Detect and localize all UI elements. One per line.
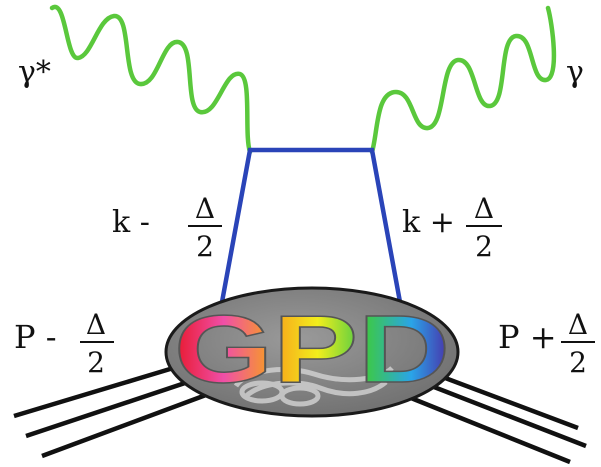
left-proton-label-prefix: P -: [14, 318, 57, 356]
right-proton-label-denominator: 2: [569, 346, 587, 379]
incoming-photon-label: γ*: [18, 55, 51, 90]
left-quark-label-prefix: k -: [112, 205, 150, 240]
right-quark-label-prefix: k +: [402, 205, 455, 240]
right-proton-label-numerator: Δ: [568, 308, 588, 341]
left-proton-label-denominator: 2: [87, 346, 105, 379]
incoming-proton-lines: [13, 357, 215, 459]
right-quark-label: k + Δ 2: [402, 192, 502, 263]
quark-line: [219, 147, 403, 303]
gpd-label: GPD: [174, 296, 450, 403]
right-quark-label-numerator: Δ: [474, 192, 494, 225]
incoming-photon-line: [49, 4, 253, 155]
left-quark-label-denominator: 2: [196, 230, 214, 263]
left-quark-label: k - Δ 2: [112, 192, 222, 263]
right-proton-label: P + Δ 2: [498, 308, 595, 379]
right-proton-label-prefix: P +: [498, 318, 557, 356]
left-proton-label: P - Δ 2: [14, 308, 114, 379]
swirl-decoration: [233, 366, 394, 407]
outgoing-photon-line: [369, 5, 557, 155]
outgoing-photon-label: γ: [566, 55, 584, 90]
left-proton-label-numerator: Δ: [86, 308, 106, 341]
right-quark-label-denominator: 2: [475, 230, 493, 263]
left-quark-label-numerator: Δ: [195, 192, 215, 225]
